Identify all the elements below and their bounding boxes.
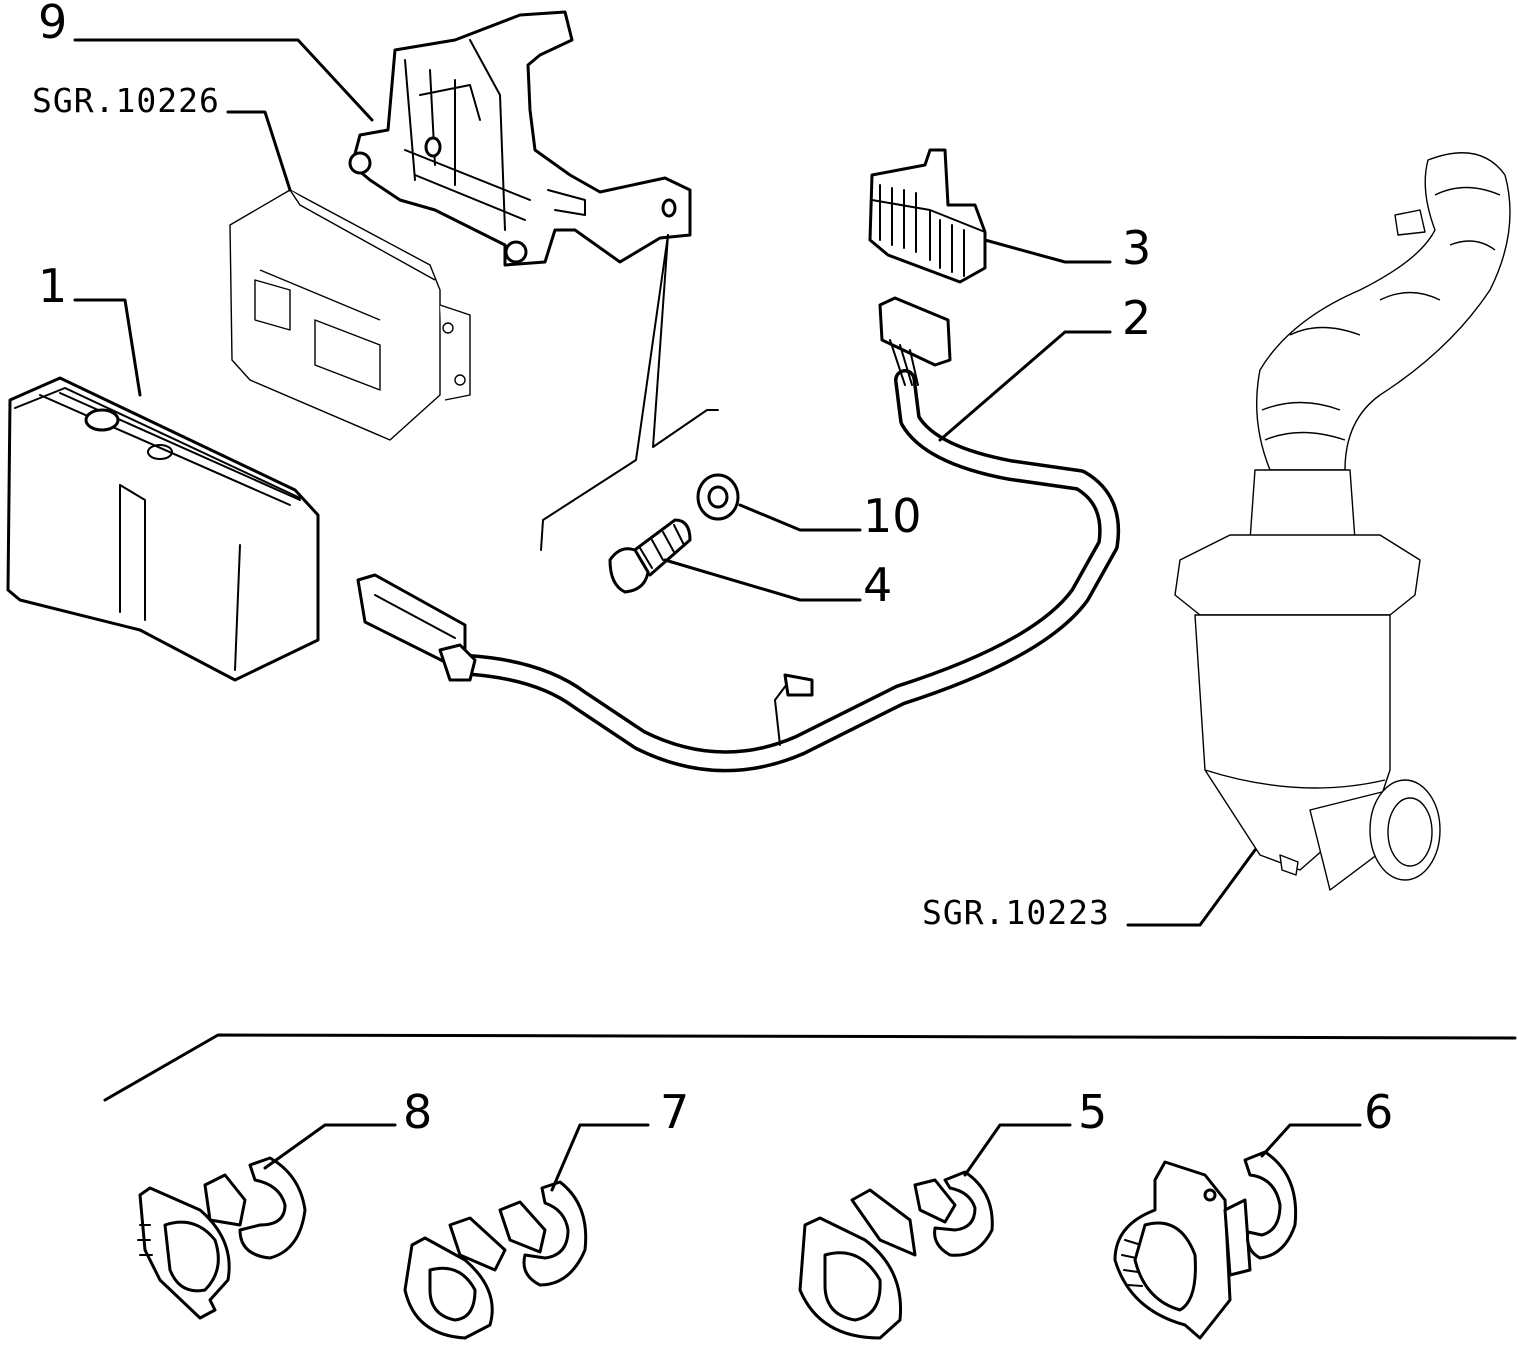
catalytic-converter	[1174, 152, 1511, 891]
washer-part-10	[696, 473, 740, 521]
callout-7: 7	[660, 1085, 689, 1139]
clamp-part-8	[137, 1156, 307, 1320]
callout-9: 9	[38, 0, 67, 49]
reference-ecu: SGR.10226	[32, 81, 220, 120]
ecu-unit	[229, 189, 471, 441]
clamp-part-6	[1113, 1150, 1298, 1340]
callout-1: 1	[38, 259, 67, 313]
clamp-part-5	[798, 1170, 994, 1340]
bracket-part-9	[348, 10, 692, 267]
callout-6: 6	[1364, 1085, 1393, 1139]
clamp-part-7	[403, 1180, 588, 1340]
callout-5: 5	[1078, 1085, 1107, 1139]
relay-part-3	[868, 148, 987, 284]
callout-3: 3	[1122, 221, 1151, 275]
callout-2: 2	[1122, 291, 1151, 345]
separator-line	[103, 1033, 1517, 1102]
reference-converter: SGR.10223	[922, 893, 1110, 932]
screw-part-4	[608, 518, 692, 594]
callout-labels: 9 1 3 2 10 4 8 7 5 6 SGR.10226 SGR.10223	[32, 0, 1393, 1139]
callout-8: 8	[403, 1085, 432, 1139]
cover-part-1	[6, 376, 320, 682]
wiring-harness-part-2	[356, 296, 1121, 773]
callout-10: 10	[863, 489, 922, 543]
leader-lines	[73, 38, 1362, 1192]
callout-4: 4	[863, 558, 892, 612]
